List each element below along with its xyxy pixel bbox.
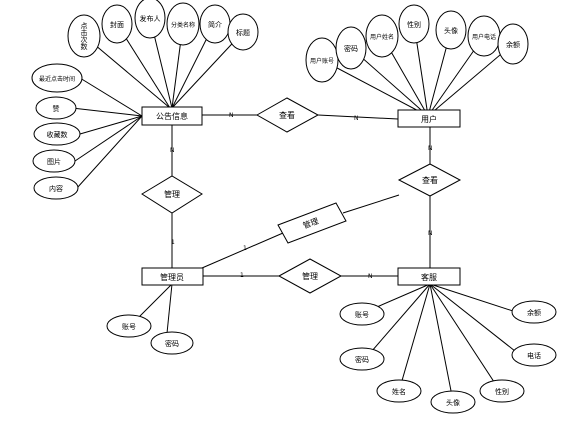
attr-user-password[interactable]: 密码 bbox=[335, 26, 367, 70]
attr-content-label: 内容 bbox=[49, 184, 63, 193]
attr-favorites-label: 收藏数 bbox=[47, 130, 68, 139]
attr-cs-password-label: 密码 bbox=[355, 355, 369, 364]
attr-favorites[interactable]: 收藏数 bbox=[33, 122, 81, 146]
attr-last-click-time[interactable]: 最近点击时间 bbox=[31, 63, 83, 93]
attr-cover-label: 封面 bbox=[110, 20, 124, 29]
attr-cs-balance-label: 余额 bbox=[527, 308, 541, 317]
cardinality-n: N bbox=[354, 115, 359, 122]
attr-user-account-label: 用户账号 bbox=[310, 57, 334, 65]
attr-title-label: 标题 bbox=[236, 28, 250, 37]
attr-image[interactable]: 图片 bbox=[32, 149, 76, 173]
attr-cs-gender[interactable]: 性别 bbox=[479, 379, 525, 403]
attr-cs-balance[interactable]: 余额 bbox=[511, 300, 557, 324]
svg-text:管理: 管理 bbox=[302, 271, 318, 281]
attr-publisher[interactable]: 发布人 bbox=[134, 0, 166, 39]
attr-cs-account-label: 账号 bbox=[355, 310, 369, 319]
entity-user[interactable]: 用户 bbox=[397, 109, 461, 128]
attr-admin-account-label: 账号 bbox=[122, 322, 136, 331]
attr-user-password-label: 密码 bbox=[344, 44, 358, 53]
attr-user-avatar[interactable]: 头像 bbox=[435, 10, 467, 50]
attr-user-account[interactable]: 用户账号 bbox=[305, 37, 339, 83]
attr-like[interactable]: 赞 bbox=[35, 96, 77, 120]
relationship-view-right[interactable]: 查看 bbox=[397, 163, 462, 197]
cardinality-one: 1 bbox=[240, 272, 244, 279]
svg-text:用户: 用户 bbox=[421, 114, 437, 124]
attr-image-label: 图片 bbox=[47, 157, 61, 166]
cardinality-n: N bbox=[428, 145, 433, 152]
attr-last-click-time-label: 最近点击时间 bbox=[39, 75, 75, 83]
attr-cs-avatar[interactable]: 头像 bbox=[430, 390, 476, 414]
attr-cs-password[interactable]: 密码 bbox=[339, 347, 385, 371]
attr-publisher-label: 发布人 bbox=[140, 14, 161, 23]
attr-title[interactable]: 标题 bbox=[227, 13, 259, 51]
attr-cs-avatar-label: 头像 bbox=[446, 398, 460, 407]
attr-intro-label: 简介 bbox=[208, 20, 222, 29]
attr-admin-account[interactable]: 账号 bbox=[106, 314, 152, 338]
attr-category-name[interactable]: 分类名称 bbox=[166, 2, 200, 46]
attr-intro[interactable]: 简介 bbox=[199, 4, 231, 44]
attr-admin-password[interactable]: 密码 bbox=[150, 331, 194, 355]
attr-user-balance-label: 余额 bbox=[506, 40, 520, 49]
cardinality-one: 1 bbox=[243, 245, 247, 252]
svg-text:查看: 查看 bbox=[422, 175, 438, 185]
svg-text:管理: 管理 bbox=[164, 189, 180, 199]
attr-user-gender-label: 性别 bbox=[407, 20, 421, 29]
relationship-manage-left[interactable]: 管理 bbox=[141, 175, 203, 214]
attr-click-count[interactable]: 点击次数 bbox=[67, 14, 101, 58]
attr-user-name-label: 用户姓名 bbox=[370, 33, 394, 41]
attr-cs-account[interactable]: 账号 bbox=[339, 302, 385, 326]
cardinality-n: N bbox=[170, 147, 175, 154]
relationship-view-top[interactable]: 查看 bbox=[255, 97, 320, 133]
entity-admin[interactable]: 管理员 bbox=[141, 267, 204, 286]
attr-category-name-label: 分类名称 bbox=[171, 21, 195, 29]
relationship-manage-diag[interactable]: 管理 bbox=[277, 202, 347, 244]
svg-text:查看: 查看 bbox=[279, 110, 295, 120]
cardinality-one: 1 bbox=[171, 239, 175, 246]
attr-content[interactable]: 内容 bbox=[33, 176, 79, 200]
attr-click-count-label: 点击次数 bbox=[80, 22, 88, 51]
attr-cs-phone-label: 电话 bbox=[527, 351, 541, 360]
cardinality-n: N bbox=[368, 273, 373, 280]
attr-user-avatar-label: 头像 bbox=[444, 26, 458, 35]
svg-text:管理员: 管理员 bbox=[160, 272, 184, 282]
attr-cs-gender-label: 性别 bbox=[495, 387, 509, 396]
attr-admin-password-label: 密码 bbox=[165, 339, 179, 348]
svg-text:客服: 客服 bbox=[421, 272, 437, 282]
cardinality-n: N bbox=[229, 112, 234, 119]
cardinality-n: N bbox=[428, 230, 433, 237]
attr-cs-phone[interactable]: 电话 bbox=[511, 343, 557, 367]
svg-text:公告信息: 公告信息 bbox=[156, 111, 188, 121]
entity-customer-service[interactable]: 客服 bbox=[397, 267, 461, 286]
attr-user-balance[interactable]: 余额 bbox=[497, 23, 529, 65]
entity-announcement[interactable]: 公告信息 bbox=[141, 106, 203, 126]
attr-cs-name-label: 姓名 bbox=[392, 387, 406, 396]
attr-cover[interactable]: 封面 bbox=[101, 4, 133, 44]
attr-user-phone[interactable]: 用户电话 bbox=[467, 15, 501, 57]
attr-user-gender[interactable]: 性别 bbox=[398, 4, 430, 44]
attr-like-label: 赞 bbox=[53, 104, 60, 113]
relationship-manage-bottom[interactable]: 管理 bbox=[277, 258, 343, 294]
attr-user-name[interactable]: 用户姓名 bbox=[365, 14, 399, 58]
attr-cs-name[interactable]: 姓名 bbox=[376, 379, 422, 403]
attr-user-phone-label: 用户电话 bbox=[472, 33, 496, 41]
